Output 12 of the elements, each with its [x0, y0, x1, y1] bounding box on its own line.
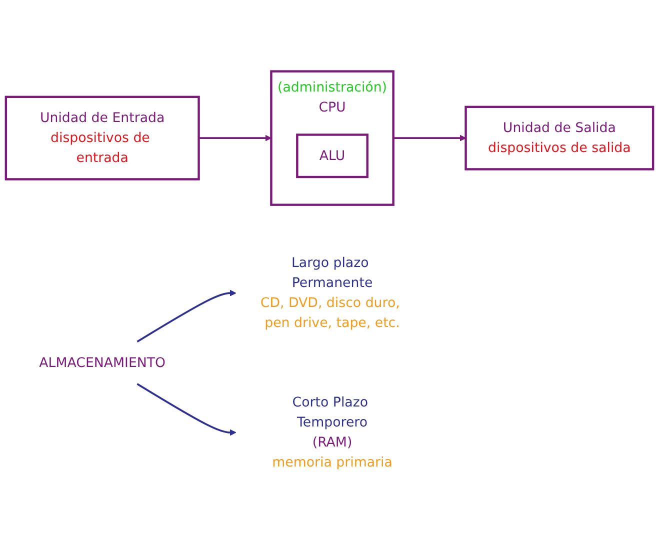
node-text: ALMACENAMIENTO	[39, 355, 166, 371]
arrow	[198, 134, 272, 142]
arrow	[136, 290, 236, 342]
node-box: Unidad de Salida dispositivos de salida	[464, 106, 654, 170]
node-box: Unidad de Entrada dispositivos de entrada	[4, 96, 200, 180]
node-text: Largo plazo Permanente	[291, 255, 373, 291]
arrow	[393, 134, 466, 142]
node-label: memoria primaria	[272, 454, 392, 470]
node-box: ALU	[296, 134, 368, 178]
arrow	[136, 383, 236, 436]
node-label: CD, DVD, disco duro, pen drive, tape, etc.	[260, 295, 400, 331]
node-text: Corto Plazo Temporero (RAM)	[292, 394, 368, 450]
